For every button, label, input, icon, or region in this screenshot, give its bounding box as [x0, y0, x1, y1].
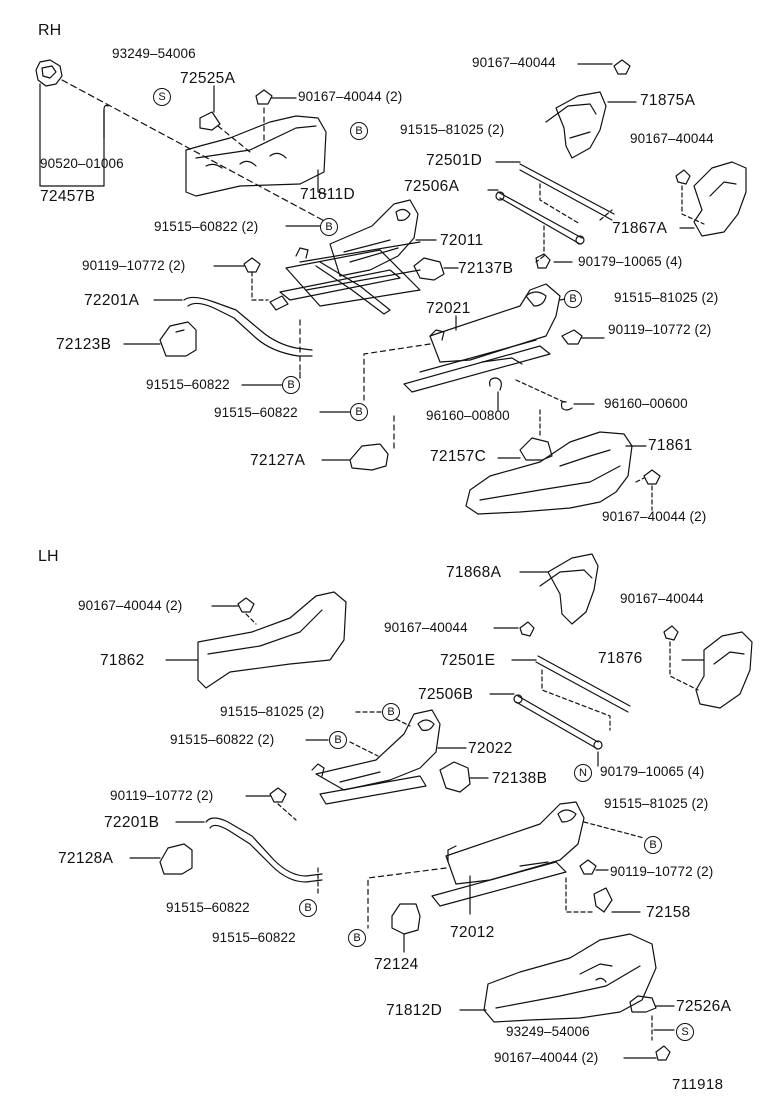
part-71861: 71861	[648, 437, 693, 454]
part-90167-40044-2-rh-b: 90167–40044 (2)	[602, 509, 707, 524]
part-90179-10065-4-lh: 90179–10065 (4)	[600, 764, 705, 779]
part-91515-60822-2-rh: 91515–60822 (2)	[154, 219, 259, 234]
part-90520-01006: 90520–01006	[40, 156, 124, 171]
badge-b-rh-4: B	[282, 376, 300, 394]
part-71862: 71862	[100, 652, 145, 669]
badge-s-rh: S	[153, 88, 171, 106]
rail-72022-shape	[311, 709, 467, 805]
figure-number: 711918	[672, 1076, 724, 1093]
part-72201b: 72201B	[104, 814, 160, 831]
part-91515-81025-2-lh-b: 91515–81025 (2)	[604, 796, 709, 811]
badge-s-lh: S	[676, 1023, 694, 1041]
part-71867a: 71867A	[612, 220, 668, 237]
part-96160-00800: 96160–00800	[426, 408, 510, 423]
part-90179-10065-4-rh: 90179–10065 (4)	[578, 254, 683, 269]
part-90167-40044-2-lh-a: 90167–40044 (2)	[78, 598, 183, 613]
section-rh-label: RH	[38, 22, 62, 39]
part-72011: 72011	[440, 232, 484, 249]
part-71812d: 71812D	[386, 1002, 443, 1019]
section-lh-label: LH	[38, 548, 59, 565]
part-72138b: 72138B	[492, 770, 548, 787]
part-93249-54006-lh: 93249–54006	[506, 1024, 590, 1039]
cushion-71812d-shape	[459, 933, 657, 1023]
part-91515-81025-2-rh-b: 91515–81025 (2)	[614, 290, 719, 305]
part-72128a: 72128A	[58, 850, 114, 867]
badge-b-rh-2: B	[320, 218, 338, 236]
part-90167-40044-rh-top: 90167–40044	[472, 55, 556, 70]
part-72201a: 72201A	[84, 292, 140, 309]
badge-b-rh-3: B	[564, 290, 582, 308]
part-71811d: 71811D	[300, 186, 355, 203]
rail-72012-shape	[431, 801, 585, 915]
part-72021: 72021	[426, 300, 471, 317]
part-96160-00600: 96160–00600	[604, 396, 688, 411]
badge-b-lh-1: B	[382, 703, 400, 721]
part-72012: 72012	[450, 924, 495, 941]
badge-n-lh: N	[574, 764, 592, 782]
part-90167-40044-rh-right: 90167–40044	[630, 131, 714, 146]
part-72124: 72124	[374, 956, 419, 973]
part-90119-10772-2-rh-a: 90119–10772 (2)	[82, 258, 186, 273]
recliner-72011-shape	[329, 199, 437, 277]
part-91515-60822-lh-b: 91515–60822	[212, 930, 296, 945]
badge-b-lh-3: B	[644, 836, 662, 854]
part-91515-60822-rh-b: 91515–60822	[214, 405, 298, 420]
part-91515-60822-lh-a: 91515–60822	[166, 900, 250, 915]
part-72158: 72158	[646, 904, 691, 921]
cover-71862-shape	[165, 591, 347, 689]
cushion-71861-shape	[465, 431, 647, 515]
rail-rh-shape	[269, 241, 421, 373]
part-91515-60822-2-lh: 91515–60822 (2)	[170, 732, 275, 747]
part-71868a: 71868A	[446, 564, 502, 581]
part-72501e: 72501E	[440, 652, 496, 669]
part-90167-40044-lh-mid: 90167–40044	[384, 620, 468, 635]
part-72501d: 72501D	[426, 152, 483, 169]
part-90119-10772-2-lh-a: 90119–10772 (2)	[110, 788, 214, 803]
badge-b-lh-4: B	[299, 899, 317, 917]
part-93249-54006-rh: 93249–54006	[112, 46, 196, 61]
part-72457b: 72457B	[40, 188, 96, 205]
part-72506a: 72506A	[404, 178, 460, 195]
badge-b-rh-5: B	[350, 403, 368, 421]
part-91515-81025-2-rh-a: 91515–81025 (2)	[400, 122, 505, 137]
part-72506b: 72506B	[418, 686, 474, 703]
part-72123b: 72123B	[56, 336, 112, 353]
part-90167-40044-2-rh-a: 90167–40044 (2)	[298, 89, 403, 104]
part-90167-40044-lh-right: 90167–40044	[620, 591, 704, 606]
part-91515-60822-rh-a: 91515–60822	[146, 377, 230, 392]
part-72157c: 72157C	[430, 448, 487, 465]
part-72127a: 72127A	[250, 452, 306, 469]
part-90119-10772-2-lh-b: 90119–10772 (2)	[610, 864, 714, 879]
part-90119-10772-2-rh-b: 90119–10772 (2)	[608, 322, 712, 337]
part-90167-40044-2-lh-b: 90167–40044 (2)	[494, 1050, 599, 1065]
part-71875a: 71875A	[640, 92, 696, 109]
badge-b-lh-5: B	[348, 929, 366, 947]
part-72525a: 72525A	[180, 70, 236, 87]
badge-b-lh-2: B	[329, 731, 347, 749]
part-71876: 71876	[598, 650, 643, 667]
part-72526a: 72526A	[676, 998, 732, 1015]
cover-71811d-shape	[185, 115, 327, 197]
rail-72021-shape	[403, 283, 561, 393]
part-72137b: 72137B	[458, 260, 514, 277]
badge-b-rh-1: B	[350, 122, 368, 140]
part-72022: 72022	[468, 740, 513, 757]
part-91515-81025-2-lh-a: 91515–81025 (2)	[220, 704, 325, 719]
